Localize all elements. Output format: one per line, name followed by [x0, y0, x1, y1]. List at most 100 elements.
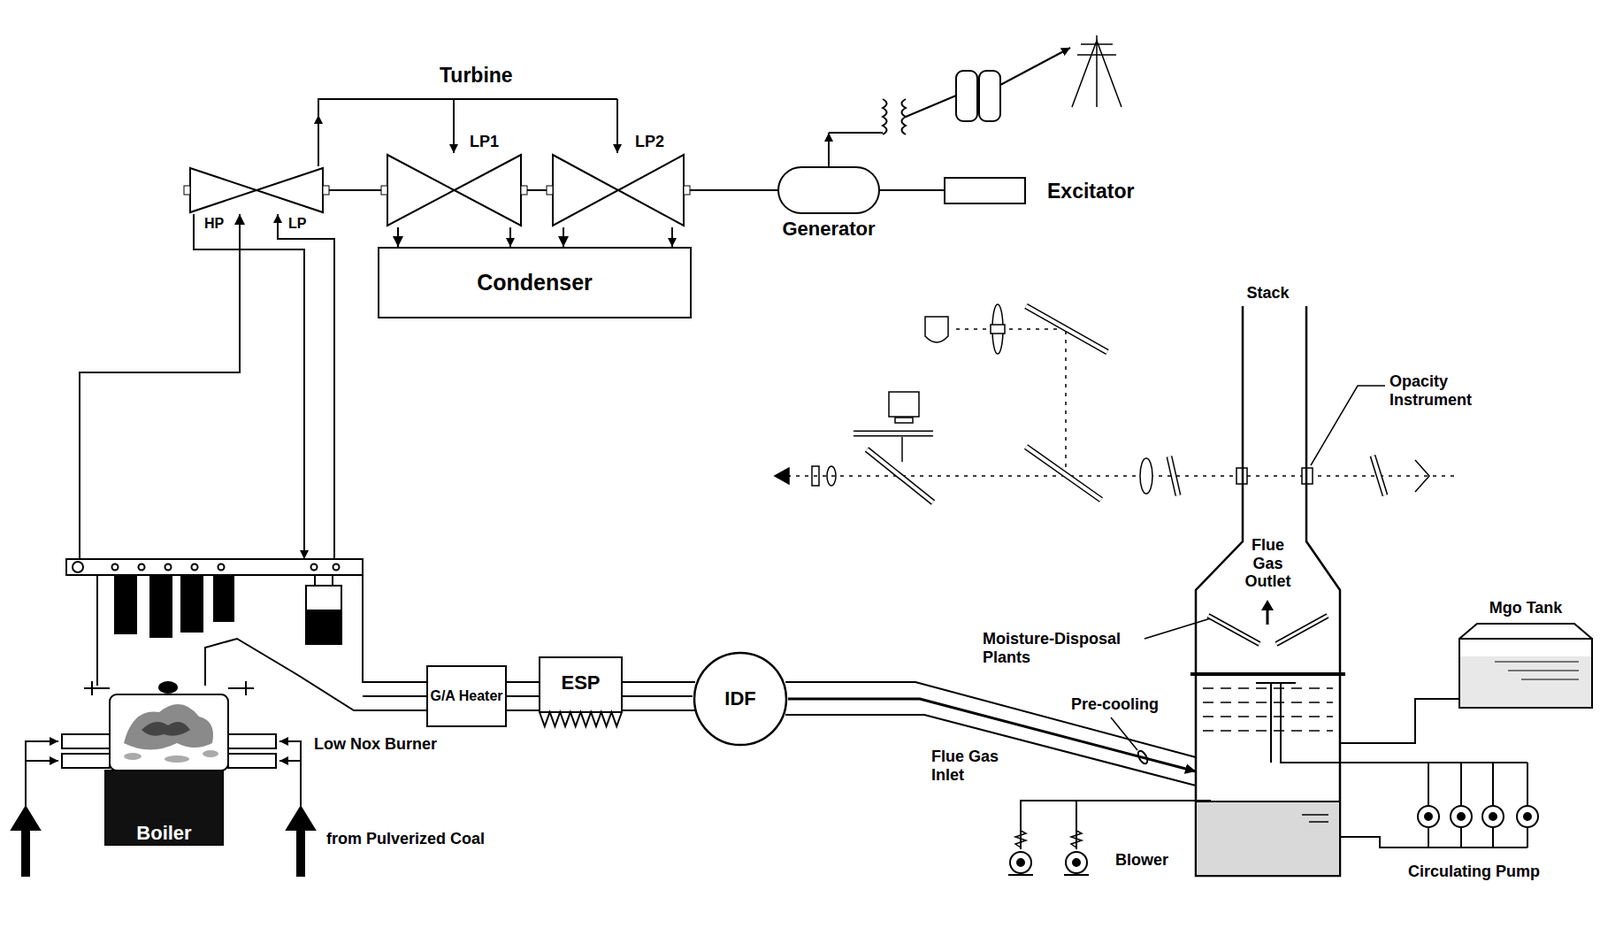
pipe-connector — [685, 189, 778, 192]
line-art — [925, 316, 949, 343]
node-label: Mgo Tank — [1489, 598, 1563, 618]
line-art — [159, 681, 177, 693]
line-art — [1417, 805, 1539, 827]
line-art — [956, 70, 978, 122]
line-art — [218, 564, 225, 571]
line-art — [1169, 456, 1179, 496]
line-art — [138, 564, 146, 571]
line-art — [1417, 805, 1440, 827]
lp1-turbine: LP1 — [385, 153, 523, 228]
node-label: ESP — [538, 671, 623, 694]
line-art — [1521, 678, 1579, 680]
line-art — [1424, 812, 1532, 820]
line-art — [228, 687, 254, 689]
line-art — [622, 681, 696, 683]
esp-hoppers — [539, 711, 622, 727]
shape-outline — [777, 166, 881, 215]
node-label: LP2 — [635, 132, 665, 152]
shaft-coupling — [322, 185, 330, 195]
turbine-outline — [190, 168, 323, 213]
line-art — [1459, 623, 1593, 639]
line-art — [214, 574, 234, 621]
shape-outline — [1459, 622, 1593, 708]
hp-lp-turbine: HPLP — [188, 166, 325, 215]
opacity-optics — [774, 304, 1460, 503]
line-art — [1276, 615, 1328, 644]
esp-unit: ESP — [538, 656, 623, 730]
node-label: IDF — [724, 687, 756, 710]
line-art — [313, 574, 316, 586]
line-art — [11, 806, 40, 830]
turbine-outline — [552, 154, 684, 226]
line-art — [202, 750, 219, 758]
lp2-turbine: LP2 — [551, 153, 686, 228]
line-art — [318, 99, 618, 167]
heater-box: G/A Heater — [426, 665, 507, 728]
shape-outline — [1195, 306, 1340, 876]
scrubber-outline — [1190, 306, 1346, 876]
part-label: Pre-cooling — [1071, 695, 1159, 714]
line-art — [277, 214, 335, 559]
part-label: Flue Gas Inlet — [931, 747, 1020, 784]
line-art — [1457, 812, 1465, 820]
line-art — [306, 610, 342, 644]
pipe-connector — [622, 695, 693, 697]
line-art — [279, 741, 301, 807]
line-art — [25, 741, 59, 807]
node-label: LP — [288, 215, 307, 232]
line-art — [96, 574, 99, 686]
line-art — [452, 99, 455, 154]
line-art — [774, 467, 789, 484]
line-art — [228, 753, 276, 768]
line-art — [66, 558, 363, 575]
turbine-outline — [387, 154, 521, 226]
line-art — [828, 131, 883, 134]
pipe-connector — [880, 189, 944, 192]
line-art — [827, 132, 830, 167]
line-art — [1169, 456, 1179, 496]
line-art — [990, 324, 1005, 334]
line-art — [72, 561, 84, 573]
tank-outline — [1459, 623, 1593, 708]
line-art — [509, 227, 512, 247]
line-art — [150, 574, 172, 637]
shape-outline — [551, 153, 686, 228]
line-art — [1025, 446, 1102, 500]
line-art — [1195, 306, 1340, 876]
line-art — [1072, 858, 1080, 866]
line-art — [1450, 805, 1472, 827]
line-art — [866, 449, 934, 503]
line-art — [279, 759, 301, 762]
line-art — [193, 214, 305, 559]
line-art — [1000, 47, 1071, 85]
steam-piping — [193, 99, 673, 559]
line-art — [1010, 851, 1032, 873]
line-art — [112, 564, 119, 571]
line-art — [785, 714, 1196, 786]
pipe-connector — [1339, 698, 1460, 743]
line-art — [1310, 385, 1386, 466]
line-art — [1508, 669, 1579, 671]
line-art — [616, 99, 619, 154]
node-label: Generator — [781, 217, 875, 240]
line-art — [165, 564, 172, 571]
line-art — [1459, 638, 1593, 708]
line-art — [228, 734, 276, 749]
line-art — [141, 721, 191, 736]
line-art — [25, 759, 59, 762]
line-art — [333, 564, 340, 571]
line-art — [950, 328, 1066, 330]
node-label: HP — [204, 215, 224, 232]
shape-outline — [385, 153, 523, 228]
part-label: Turbine — [439, 63, 513, 87]
line-art — [1309, 820, 1329, 823]
line-art — [1195, 801, 1340, 876]
line-art — [61, 753, 110, 768]
excitator-box: Excitator — [943, 176, 1026, 205]
line-art — [778, 474, 1460, 477]
line-art — [853, 430, 934, 437]
node-label: Flue Gas Outlet — [1236, 535, 1300, 591]
line-art — [1064, 873, 1089, 876]
